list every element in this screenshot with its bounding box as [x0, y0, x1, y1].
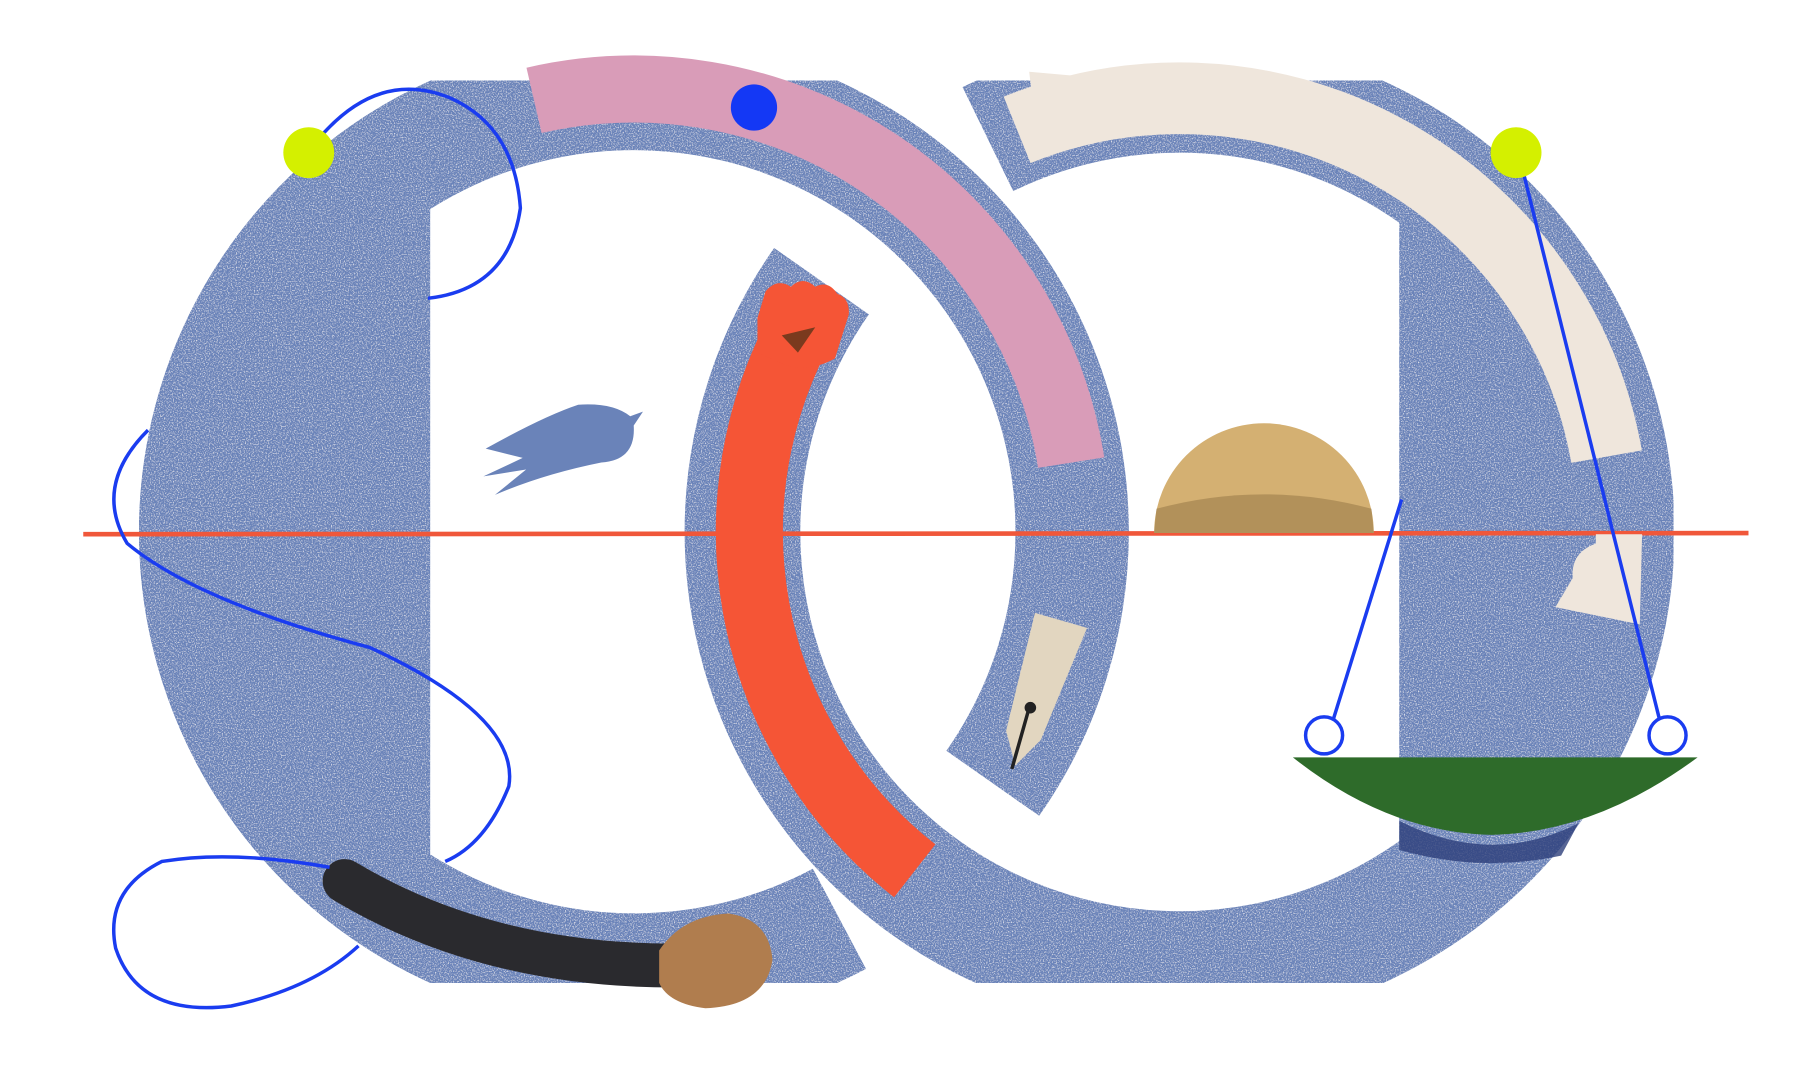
dove-icon: [483, 404, 643, 495]
fountain-pen-body: [526, 55, 1105, 468]
sun-icon: [1154, 423, 1374, 534]
wire-line: [111, 87, 523, 1010]
paintbrush-handle: [322, 859, 696, 988]
fountain-pen-icon: [1006, 612, 1088, 770]
horizon-line: [83, 530, 1749, 537]
lime-dot-right: [1490, 127, 1542, 179]
raised-arm: [715, 286, 936, 898]
fist-shadow: [781, 327, 816, 353]
paintbrush-icon: [659, 913, 773, 1009]
column-arc: [1003, 62, 1642, 463]
pen-cap-icon: [730, 84, 778, 131]
lime-dot-left: [283, 127, 335, 179]
raised-fist-icon: [757, 280, 849, 368]
scales-icon: [1292, 161, 1698, 864]
